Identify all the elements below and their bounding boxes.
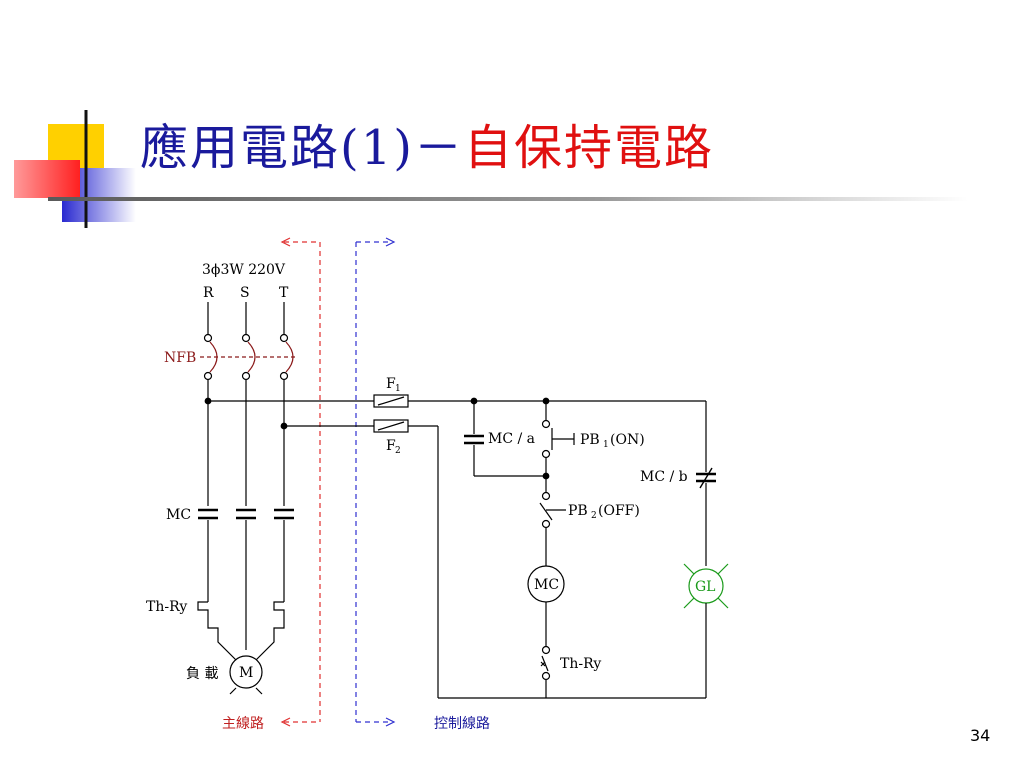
main-circuit-label: 主線路 [222, 716, 264, 732]
fuse2-label: F [386, 438, 396, 454]
fuse1-label: F [386, 376, 396, 392]
pb1-sub: 1 [603, 440, 609, 450]
pb1-suffix: (ON) [610, 432, 645, 448]
fuse2-sub: 2 [395, 446, 401, 456]
red-square [14, 160, 80, 198]
title-underline [48, 197, 968, 201]
phase-lines [203, 302, 289, 381]
mc-main-contacts [198, 508, 294, 520]
pb1-pushbutton [551, 428, 575, 450]
main-arrow-bottom-icon [280, 717, 291, 727]
nfb-label: NFB [164, 350, 196, 366]
mc-b-contact [696, 467, 716, 489]
thry-ctrl-label: Th-Ry [560, 656, 601, 672]
load-label: 負 載 [186, 666, 218, 682]
motor-base [229, 687, 263, 695]
supply-label: 3ϕ3W 220V [202, 262, 286, 278]
main-circuit-boundary [284, 241, 321, 723]
thry-main-label: Th-Ry [146, 599, 187, 615]
phase-s-label: S [240, 285, 250, 301]
phase-t-label: T [279, 285, 289, 301]
control-circuit-boundary [355, 241, 392, 723]
ctrl-arrow-bottom-icon [385, 717, 396, 727]
phase-r-label: R [203, 285, 214, 301]
mc-b-label: MC / b [640, 469, 688, 485]
pb2-pushbutton [539, 502, 566, 521]
motor-label: M [239, 665, 253, 681]
pb2-sub: 2 [591, 511, 597, 521]
thermal-relay-main [197, 601, 285, 661]
main-arrow-top-icon [280, 237, 291, 247]
page-number: 34 [970, 726, 991, 745]
lamp-label: GL [695, 579, 715, 595]
nfb-breaker [200, 341, 296, 373]
pb2-label: PB [568, 503, 588, 519]
title-part-2: 自保持電路 [464, 120, 715, 176]
slide-title: 應用電路(1)－自保持電路 [140, 118, 714, 178]
control-circuit-label: 控制線路 [434, 716, 490, 732]
coil-label: MC [534, 577, 559, 593]
thry-control-contact [540, 655, 549, 672]
ctrl-arrow-top-icon [385, 237, 396, 247]
mc-a-contact [464, 434, 484, 445]
title-part-1: 應用電路(1)－ [140, 120, 464, 176]
pb2-suffix: (OFF) [598, 503, 640, 519]
mc-main-label: MC [166, 507, 191, 523]
mc-a-label: MC / a [488, 431, 535, 447]
fuse1-sub: 1 [395, 384, 401, 394]
pb1-label: PB [580, 432, 600, 448]
motor-symbol [229, 655, 263, 689]
